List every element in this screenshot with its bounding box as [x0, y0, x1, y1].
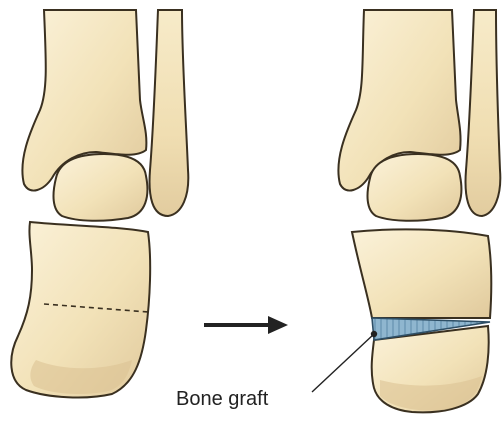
- left-fibula: [150, 10, 189, 216]
- right-calcaneus-upper: [352, 229, 491, 318]
- left-talus: [54, 154, 148, 221]
- bone-graft-leader: [312, 331, 377, 392]
- right-fibula: [466, 10, 501, 216]
- right-ankle-after: [338, 10, 500, 412]
- left-ankle-before: [11, 10, 188, 397]
- transition-arrow: [204, 316, 288, 334]
- bone-graft-label: Bone graft: [176, 388, 268, 411]
- right-talus: [368, 154, 462, 221]
